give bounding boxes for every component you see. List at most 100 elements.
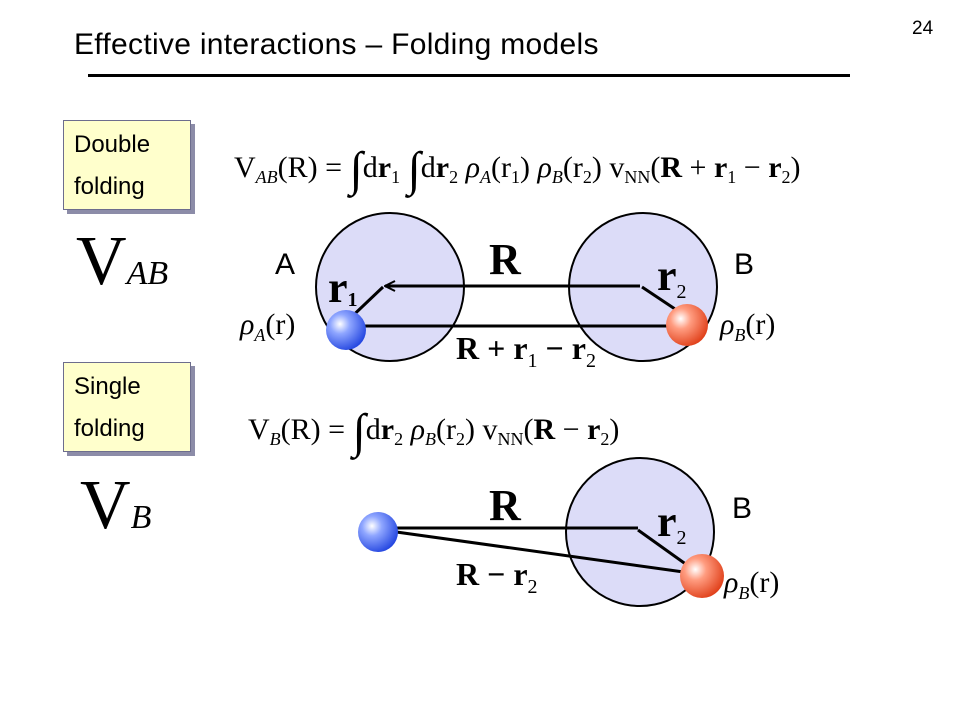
rho-a-sub: A [254,325,266,345]
eq-r2b-sub: 2 [781,167,791,187]
seq-minus: − [555,413,588,446]
eq-rho-a-arg: (r [490,151,511,184]
single-nucleon-projectile-sphere [358,512,398,552]
eq-v: v [609,151,625,184]
double-folding-label-line1: Double [74,131,151,158]
nucleon-b-sphere [666,304,708,346]
seq-open: ( [523,413,534,446]
eq-integral-2: ∫ [407,143,421,196]
single-rho-b-sub: B [738,583,750,603]
single-vector-R-label: R [489,481,521,530]
seq-d2: d [365,413,381,446]
eq-r1-sub: 1 [391,167,401,187]
eq-v-sub: NN [624,167,651,187]
nucleon-a-sphere [326,310,366,350]
vector-sum-sub2: 2 [585,350,596,372]
eq-rho-b-arg: (r [562,151,583,184]
eq-rho-a-close: ) [519,151,530,184]
seq-rho-b: ρ [410,413,425,446]
eq-rho-a-sub: A [479,167,491,187]
seq-lhs-v: V [248,413,270,446]
double-folding-equation: VAB(R) = ∫dr1 ∫dr2 ρA(r1) ρB(r2) vNN(R +… [234,134,801,196]
eq-d2: d [420,151,436,184]
vector-r2-sub: 2 [676,281,687,303]
single-vector-diff-label: R − r2 [456,556,538,598]
vector-r1-label: r1 [328,262,358,313]
single-rho-b-label: ρB(r) [724,566,780,603]
rho-a-symbol: ρ [240,308,255,341]
nucleus-a-label: A [275,248,296,281]
vector-r1-sub: 1 [347,289,358,311]
seq-rho-b-sub: B [424,429,436,449]
seq-r2b: r [587,413,601,446]
seq-integral: ∫ [352,405,366,458]
single-folding-symbol-sub: B [130,499,152,536]
eq-rho-a-arg-sub: 1 [510,167,520,187]
eq-rho-a: ρ [465,151,480,184]
double-folding-symbol-sub: AB [126,255,169,292]
seq-r2-sub: 2 [394,429,404,449]
eq-rho-b-close: ) [591,151,602,184]
seq-lhs-arg: (R) = [280,413,346,446]
eq-R: R [660,151,683,184]
vector-sum-text: R + r [456,330,528,366]
eq-open: ( [650,151,661,184]
single-rho-b-arg: (r) [749,566,780,599]
seq-r2b-sub: 2 [600,429,610,449]
double-folding-label-line2: folding [74,173,145,200]
eq-r1b: r [713,151,728,184]
nucleus-b-label: B [734,248,755,281]
seq-rho-b-close: ) [464,413,475,446]
single-folding-equation: VB(R) = ∫dr2 ρB(r2) vNN(R − r2) [248,396,620,458]
eq-r1b-sub: 1 [727,167,737,187]
vector-sum-sub1: 1 [527,350,538,372]
rho-b-symbol: ρ [720,308,735,341]
vector-r2-text: r [657,251,677,300]
single-vector-r2-sub: 2 [676,527,687,549]
seq-R: R [533,413,556,446]
single-vector-diff-sub: 2 [527,576,538,598]
single-vector-r2-label: r2 [657,496,687,549]
eq-r1: r [377,151,392,184]
single-folding-label: Single folding [63,362,191,452]
eq-rho-b-sub: B [551,167,563,187]
eq-plus: + [682,151,714,184]
eq-rho-b-arg-sub: 2 [582,167,592,187]
seq-v-sub: NN [497,429,524,449]
single-nucleus-b-label: B [732,492,753,525]
vector-sum-label: R + r1 − r2 [456,330,596,372]
single-vector-diff-text: R − r [456,556,528,592]
single-vector-diff-arrow [381,528,699,578]
single-vector-r2-text: r [657,497,677,546]
eq-r2-sub: 2 [449,167,459,187]
double-folding-symbol-main: V [76,223,127,300]
rho-b-sub: B [734,325,746,345]
single-nucleon-b-sphere [680,554,724,598]
vector-R-label: R [489,235,521,284]
eq-integral-1: ∫ [349,143,363,196]
eq-r2: r [435,151,450,184]
double-folding-symbol: VAB [76,222,168,302]
seq-close: ) [609,413,620,446]
vector-r1-text: r [328,263,348,312]
eq-lhs-arg: (R) = [277,151,343,184]
single-folding-label-line2: folding [74,415,145,442]
rho-a-arg: (r) [265,308,296,341]
eq-rho-b: ρ [537,151,552,184]
double-folding-label: Double folding [63,120,191,210]
seq-lhs-sub: B [269,429,281,449]
single-folding-symbol: VB [80,466,151,546]
slide-number: 24 [912,18,934,39]
single-folding-label-line1: Single [74,373,141,400]
rho-b-label: ρB(r) [720,308,775,345]
single-folding-symbol-main: V [80,467,131,544]
seq-v: v [482,413,498,446]
seq-rho-b-arg: (r [435,413,456,446]
vector-r2-label: r2 [657,250,687,303]
eq-d1: d [362,151,378,184]
title-underline [88,74,850,77]
eq-minus: − [736,151,769,184]
eq-lhs-v: V [234,151,256,184]
rho-a-label: ρA(r) [240,308,296,345]
